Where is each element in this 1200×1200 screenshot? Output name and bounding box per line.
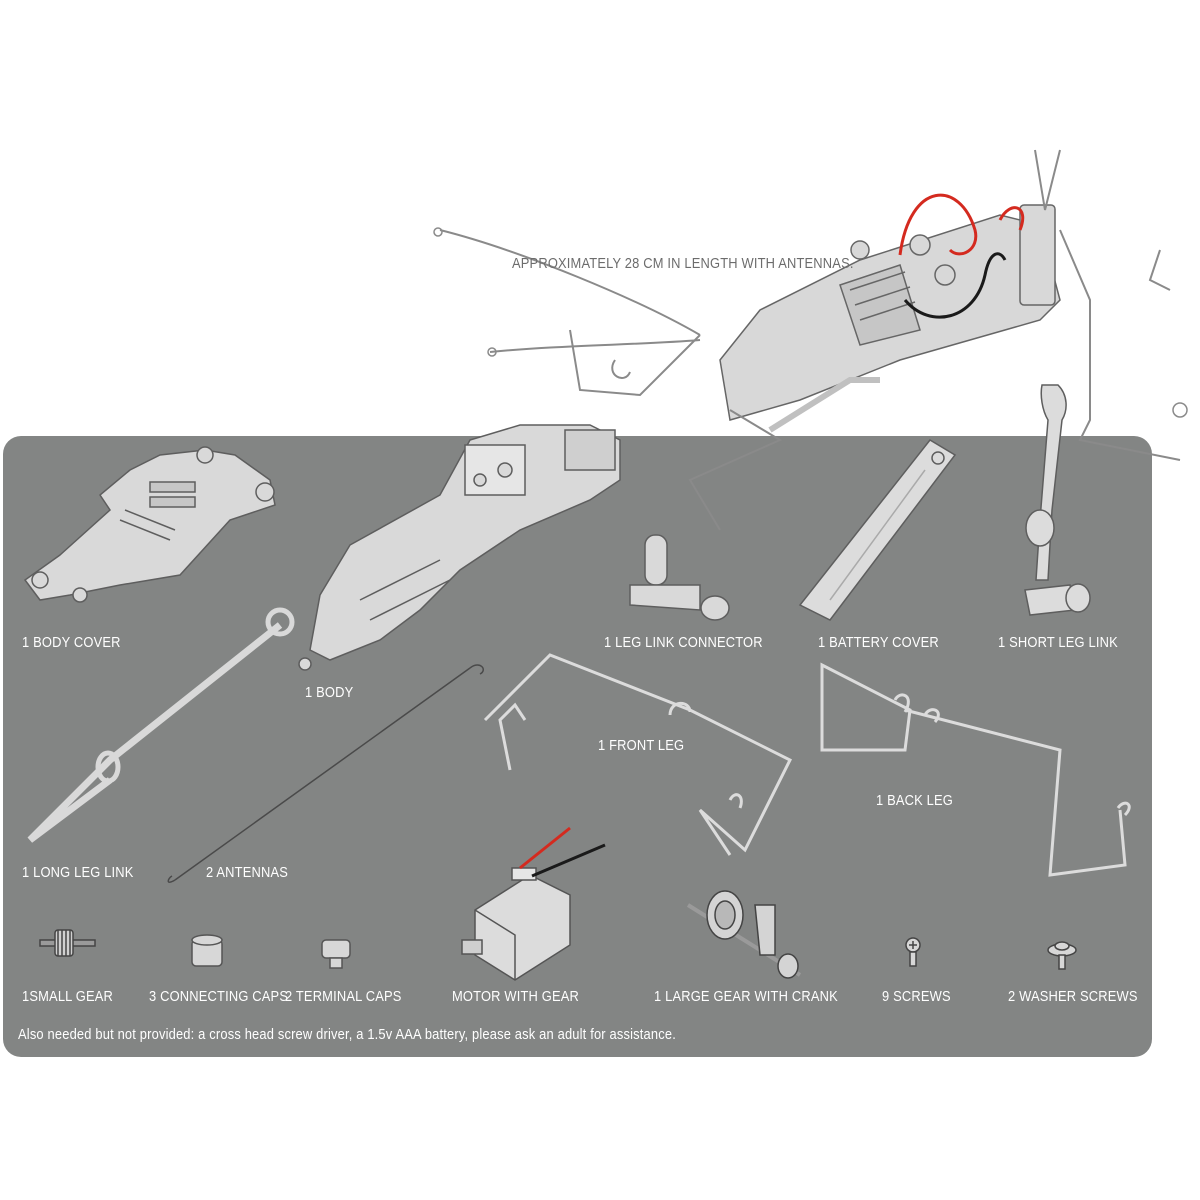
label-front-leg: 1 FRONT LEG [598,737,685,754]
label-terminal-caps: 2 TERMINAL CAPS [285,988,402,1005]
label-small-gear: 1SMALL GEAR [22,988,114,1005]
label-leg-link-connector: 1 LEG LINK CONNECTOR [604,634,763,651]
label-body-cover: 1 BODY COVER [22,634,121,651]
label-body: 1 BODY [305,684,354,701]
label-battery-cover: 1 BATTERY COVER [818,634,939,651]
label-large-gear-with-crank: 1 LARGE GEAR WITH CRANK [654,988,838,1005]
label-antennas: 2 ANTENNAS [206,864,289,881]
parts-panel [3,436,1152,1057]
size-note: APPROXIMATELY 28 CM IN LENGTH WITH ANTEN… [512,255,854,272]
footer-note: Also needed but not provided: a cross he… [18,1026,676,1043]
label-washer-screws: 2 WASHER SCREWS [1008,988,1138,1005]
label-motor-with-gear: MOTOR WITH GEAR [452,988,580,1005]
label-back-leg: 1 BACK LEG [876,792,954,809]
label-screws: 9 SCREWS [882,988,951,1005]
label-connecting-caps: 3 CONNECTING CAPS [149,988,289,1005]
label-short-leg-link: 1 SHORT LEG LINK [998,634,1118,651]
label-long-leg-link: 1 LONG LEG LINK [22,864,134,881]
